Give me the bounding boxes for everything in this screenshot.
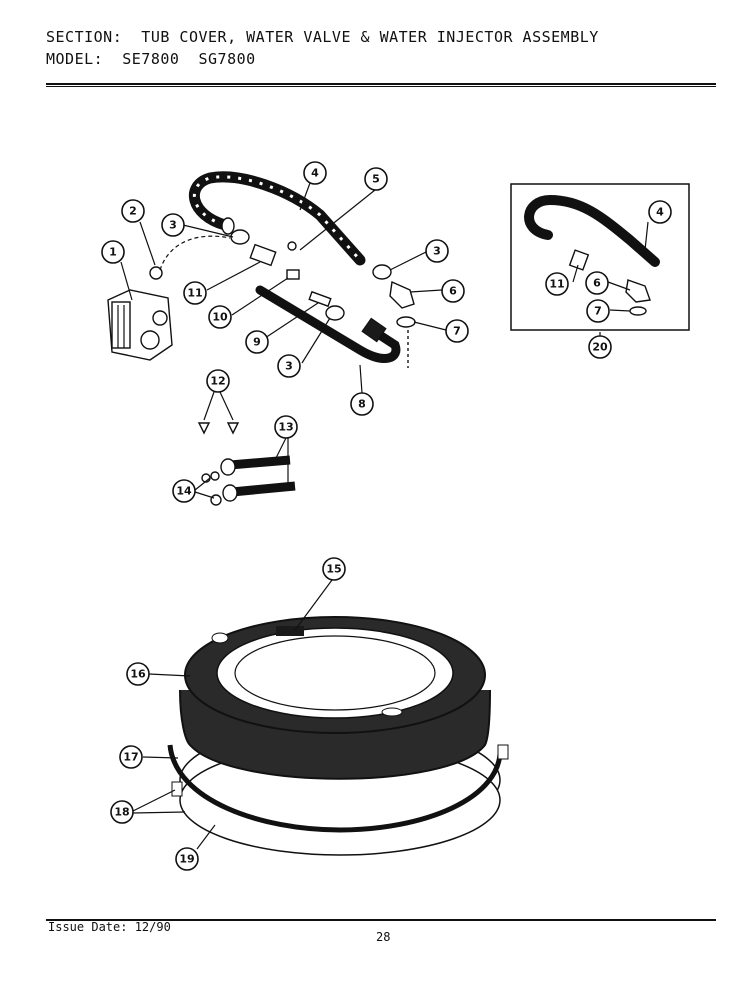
svg-text:11: 11 <box>549 278 564 291</box>
svg-text:7: 7 <box>594 305 602 318</box>
svg-text:3: 3 <box>285 360 293 373</box>
screws <box>197 422 240 435</box>
fittings <box>149 229 416 368</box>
callout-18: 18 <box>110 800 134 824</box>
svg-text:20: 20 <box>592 341 608 354</box>
inset-callout-4: 4 <box>648 200 672 224</box>
callout-3b: 3 <box>425 239 449 263</box>
svg-text:1: 1 <box>109 246 117 259</box>
callout-16: 16 <box>126 662 150 686</box>
callout-5: 5 <box>364 167 388 191</box>
svg-text:9: 9 <box>253 336 261 349</box>
svg-text:8: 8 <box>358 398 366 411</box>
section-title: SECTION: TUB COVER, WATER VALVE & WATER … <box>46 28 599 46</box>
inset-parts <box>524 194 660 316</box>
callout-15: 15 <box>322 557 346 581</box>
callout-11: 11 <box>183 281 207 305</box>
callout-7: 7 <box>445 319 469 343</box>
callout-2: 2 <box>121 199 145 223</box>
svg-text:3: 3 <box>433 245 441 258</box>
callout-1: 1 <box>101 240 125 264</box>
header-rule-thick <box>46 83 716 85</box>
callout-3c: 3 <box>277 354 301 378</box>
svg-text:11: 11 <box>187 287 202 300</box>
injector-hose <box>255 285 401 363</box>
water-valve <box>107 289 173 361</box>
page-number: 28 <box>376 930 391 944</box>
inset-callout-7: 7 <box>586 299 610 323</box>
tub-cover-assembly <box>167 616 509 856</box>
callout-20: 20 <box>588 335 612 359</box>
svg-text:19: 19 <box>179 853 194 866</box>
leader-lines <box>120 182 649 850</box>
issue-date: Issue Date: 12/90 <box>48 920 171 934</box>
svg-text:17: 17 <box>123 751 138 764</box>
svg-text:14: 14 <box>176 485 192 498</box>
svg-text:5: 5 <box>372 173 380 186</box>
callout-17: 17 <box>119 745 143 769</box>
svg-text:6: 6 <box>593 277 601 290</box>
inset-callout-11: 11 <box>545 272 569 296</box>
callout-8: 8 <box>350 392 374 416</box>
svg-text:2: 2 <box>129 205 137 218</box>
svg-text:10: 10 <box>212 311 228 324</box>
inset-callout-6: 6 <box>585 271 609 295</box>
svg-text:18: 18 <box>114 806 129 819</box>
callout-6: 6 <box>441 279 465 303</box>
svg-text:13: 13 <box>278 421 293 434</box>
svg-text:12: 12 <box>210 375 225 388</box>
svg-text:15: 15 <box>326 563 341 576</box>
svg-text:7: 7 <box>453 325 461 338</box>
svg-text:6: 6 <box>449 285 457 298</box>
svg-text:3: 3 <box>169 219 177 232</box>
callout-4: 4 <box>303 161 327 185</box>
svg-text:4: 4 <box>656 206 664 219</box>
svg-text:4: 4 <box>311 167 319 180</box>
callout-10: 10 <box>208 305 232 329</box>
callout-12: 12 <box>206 369 230 393</box>
callout-13: 13 <box>274 415 298 439</box>
callout-9: 9 <box>245 330 269 354</box>
svg-text:16: 16 <box>130 668 146 681</box>
callout-19: 19 <box>175 847 199 871</box>
inlet-hose <box>188 171 366 266</box>
model-line: MODEL: SE7800 SG7800 <box>46 50 256 68</box>
header-rule-thin <box>46 86 716 87</box>
footer-rule <box>46 919 716 921</box>
hose-ends <box>201 455 296 506</box>
callout-14: 14 <box>172 479 196 503</box>
callout-3a: 3 <box>161 213 185 237</box>
inset-box <box>510 183 690 331</box>
